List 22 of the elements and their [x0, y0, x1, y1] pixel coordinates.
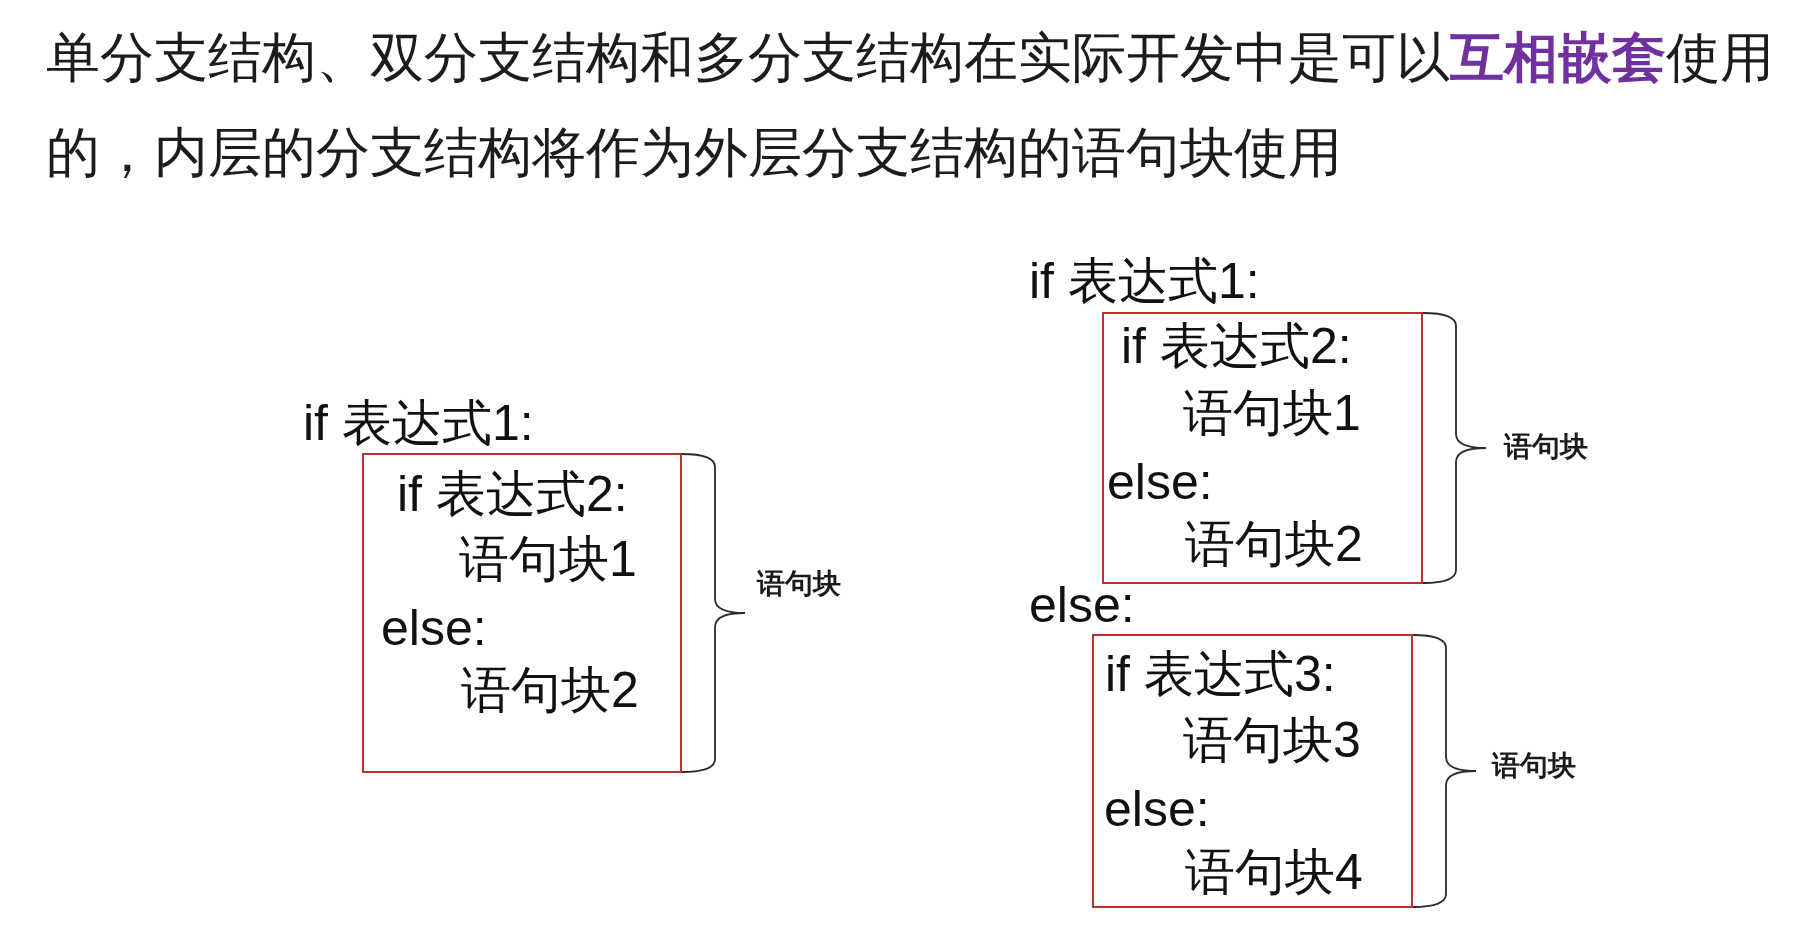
code-line: else:	[1107, 455, 1213, 510]
code-line: else:	[381, 601, 487, 656]
code-block-box	[362, 453, 682, 773]
code-line: 语句块1	[459, 532, 637, 587]
code-line: 语句块2	[461, 663, 639, 718]
code-line: 语句块3	[1183, 713, 1361, 768]
code-line: if 表达式1:	[1029, 254, 1260, 309]
brace-label: 语句块	[1504, 430, 1588, 464]
heading: 单分支结构、双分支结构和多分支结构在实际开发中是可以互相嵌套使用的，内层的分支结构将作为外层分支结构的语句块使用	[46, 26, 1775, 184]
brace-label: 语句块	[757, 567, 841, 601]
code-line: 语句块2	[1185, 517, 1363, 572]
brace-label: 语句块	[1492, 749, 1576, 783]
code-line: if 表达式2:	[397, 467, 628, 522]
code-line: 语句块1	[1183, 386, 1361, 441]
code-line: else:	[1104, 782, 1210, 837]
code-line: if 表达式2:	[1121, 319, 1352, 374]
code-line: else:	[1029, 578, 1135, 633]
code-line: if 表达式1:	[303, 396, 534, 451]
code-block-box	[1092, 634, 1413, 908]
code-line: 语句块4	[1185, 845, 1363, 900]
code-block-box	[1102, 312, 1423, 584]
code-line: if 表达式3:	[1105, 647, 1336, 702]
